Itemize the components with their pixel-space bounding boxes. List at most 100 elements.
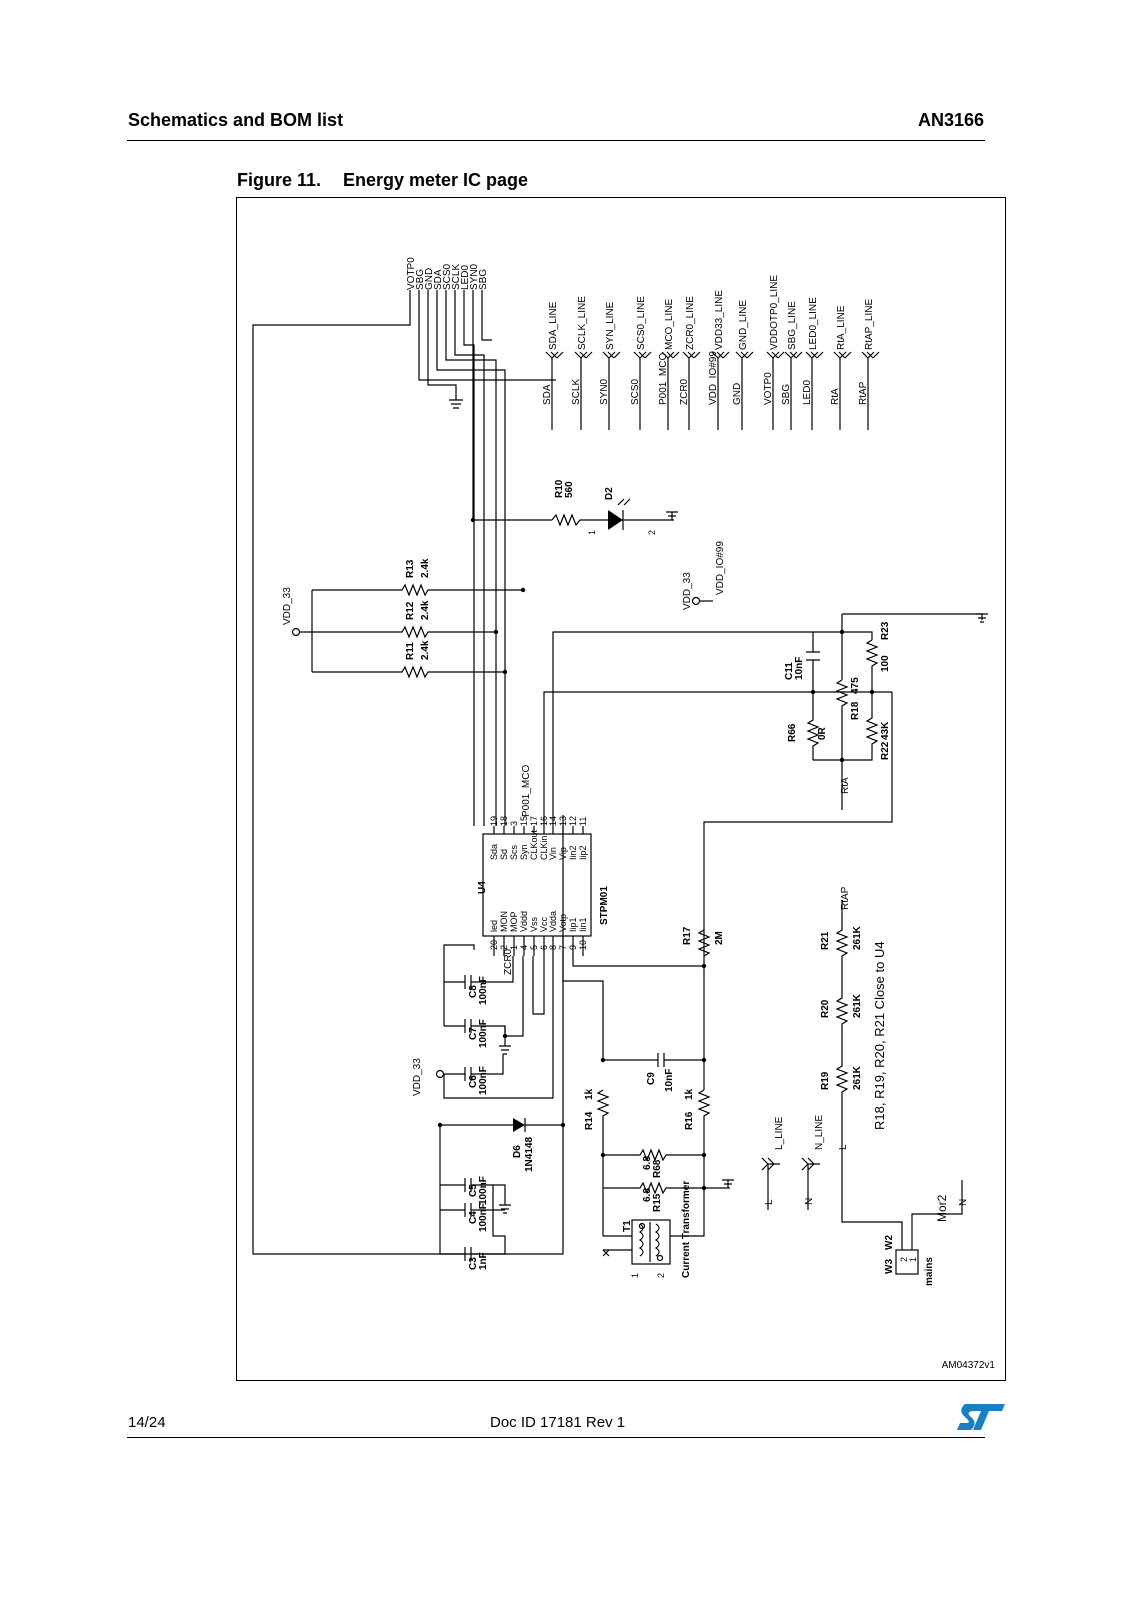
document-id: Doc ID 17181 Rev 1 xyxy=(490,1414,626,1431)
resistor-value: 475 xyxy=(850,677,861,694)
ic-pin-name: Sda xyxy=(489,844,499,860)
ic-pin-number: 8 xyxy=(548,945,558,950)
resistor-value: 2M xyxy=(714,931,725,945)
resistor-ref: R14 xyxy=(584,1111,595,1130)
vdd-io-terminal: VDD_33 VDD_IO#99 xyxy=(682,541,726,610)
ic-pin-name: CLKout xyxy=(529,829,539,860)
ic-pin-name: Iip2 xyxy=(578,845,588,860)
net-port-label: LED0_LINE xyxy=(808,297,819,350)
current-transformer: T1 Current Transformer 1 2 xyxy=(602,1181,705,1278)
pin-number: 2 xyxy=(647,530,657,535)
ic-pin-name: Vip xyxy=(558,847,568,860)
voltage-sense-network: C11 10nF R66 0R R18 475 R22 43K R23 100 … xyxy=(543,613,988,930)
net-label: RtAP xyxy=(858,381,869,405)
net-port-label: GND_LINE xyxy=(738,300,749,350)
connector-pin: 1 xyxy=(908,1257,918,1262)
resistor-ref: R12 xyxy=(405,601,416,620)
document-code: AN3166 xyxy=(917,110,984,130)
footer-rule xyxy=(127,1437,985,1438)
port-connector xyxy=(784,351,803,430)
ic-part: STPM01 xyxy=(599,886,610,925)
ic-pin-name: Vcc xyxy=(539,916,549,932)
ic-pin-number: 3 xyxy=(509,821,519,826)
connector-pin: 2 xyxy=(899,1257,909,1262)
net-n: N xyxy=(804,1198,815,1205)
port-connector xyxy=(633,351,652,430)
resistor-value: 1k xyxy=(584,1088,595,1100)
ic-ref: U4 xyxy=(477,881,488,894)
section-title: Schematics and BOM list xyxy=(128,110,344,130)
mor2-name: Mor2 xyxy=(935,1194,949,1222)
resistor-ref: R20 xyxy=(820,999,831,1018)
capacitor-value: 1nF xyxy=(478,1252,489,1270)
capacitor-value: 10nF xyxy=(664,1069,675,1092)
figure-number: Figure 11. xyxy=(237,170,322,190)
resistor-ref: R21 xyxy=(820,931,831,950)
ic-pin-number: 20 xyxy=(489,940,499,950)
supply-filter: D6 1N4148 C5 100nF C4 100nF C3 1nF xyxy=(437,1118,566,1270)
ic-pin-number: 1 xyxy=(509,945,519,950)
port-connector xyxy=(735,351,754,430)
ic-pin-name: Iip1 xyxy=(568,917,578,932)
net-label: VOTP0 xyxy=(763,372,774,405)
ic-pin-number: 12 xyxy=(568,816,578,826)
port-connector xyxy=(574,351,593,430)
vdd-terminal-icon xyxy=(435,1069,445,1079)
resistor-value: 6.8 xyxy=(642,1156,653,1170)
transformer-ref: T1 xyxy=(622,1220,633,1232)
diode-ref: D2 xyxy=(604,487,615,500)
net-port-label: SBG_LINE xyxy=(787,301,798,350)
ic-pin-number: 15 xyxy=(519,816,529,826)
ic-pin-name: Iin2 xyxy=(568,845,578,860)
ic-pin-number: 19 xyxy=(489,816,499,826)
net-label: ZCR0 xyxy=(679,378,690,405)
ic-pin-number: 4 xyxy=(519,945,529,950)
ground-symbol xyxy=(449,399,463,409)
port-connector xyxy=(682,351,701,430)
transformer-label: Current Transformer xyxy=(681,1181,692,1278)
resistor-ref: R13 xyxy=(405,559,416,578)
stpm01-ic: U4 STPM01 ZCR0 P001_MCO Sda19Sd18Scs3Syn… xyxy=(477,765,610,975)
resistor-value: 261K xyxy=(852,1065,863,1090)
led-diode-icon xyxy=(608,510,623,530)
st-logo-icon xyxy=(957,1404,1005,1430)
ic-pin-number: 2 xyxy=(499,945,509,950)
resistor-value: 2.4k xyxy=(420,558,431,578)
ic-pin-name: MON xyxy=(499,911,509,932)
ic-pin-number: 5 xyxy=(529,945,539,950)
vdd-label: VDD_33 xyxy=(682,572,693,610)
port-connector xyxy=(602,351,621,430)
header-rule xyxy=(127,140,985,141)
resistor-value: 2.4k xyxy=(420,600,431,620)
net-port-label: SDA_LINE xyxy=(548,301,559,350)
capacitor-ref: C5 xyxy=(468,1184,479,1197)
port-n-line: N_LINE xyxy=(814,1115,825,1150)
net-port-label: RtA_LINE xyxy=(836,305,847,350)
net-label: SCLK xyxy=(571,379,582,405)
ic-pin-number: 6 xyxy=(539,945,549,950)
bypass-capacitors: C8 100nF C7 100nF C6 100nF VDD_33 xyxy=(412,944,554,1099)
ic-pin-name: Vss xyxy=(529,916,539,932)
net-port-label: MCO_LINE xyxy=(664,299,675,350)
resistor-value: 43K xyxy=(880,721,891,740)
bus-label: SCLK xyxy=(451,264,462,290)
net-label: VDD_IO#99 xyxy=(708,351,719,405)
net-label: SYN0 xyxy=(599,378,610,405)
net-port-label: ZCR0_LINE xyxy=(685,296,696,350)
ic-pin-name: led xyxy=(489,920,499,932)
capacitor-value: 10nF xyxy=(794,657,805,680)
resistor-ref: R15 xyxy=(652,1193,663,1212)
ic-pin-name: Vddd xyxy=(519,911,529,932)
net-label: LED0 xyxy=(802,380,813,405)
mains-connector-icon xyxy=(895,1249,919,1275)
connector-label: mains xyxy=(924,1257,935,1286)
port-connector xyxy=(861,351,880,430)
ic-pin-number: 17 xyxy=(529,816,539,826)
port-connector xyxy=(833,351,852,430)
bus-label: SBG xyxy=(415,269,426,290)
ic-pin-name: Iin1 xyxy=(578,917,588,932)
vdd-io-net: VDD_IO#99 xyxy=(715,541,726,595)
ic-pin-name: Votp xyxy=(558,914,568,932)
bus-label: GND xyxy=(424,268,435,290)
led-circuit: R10 560 D2 1 2 xyxy=(473,479,678,535)
